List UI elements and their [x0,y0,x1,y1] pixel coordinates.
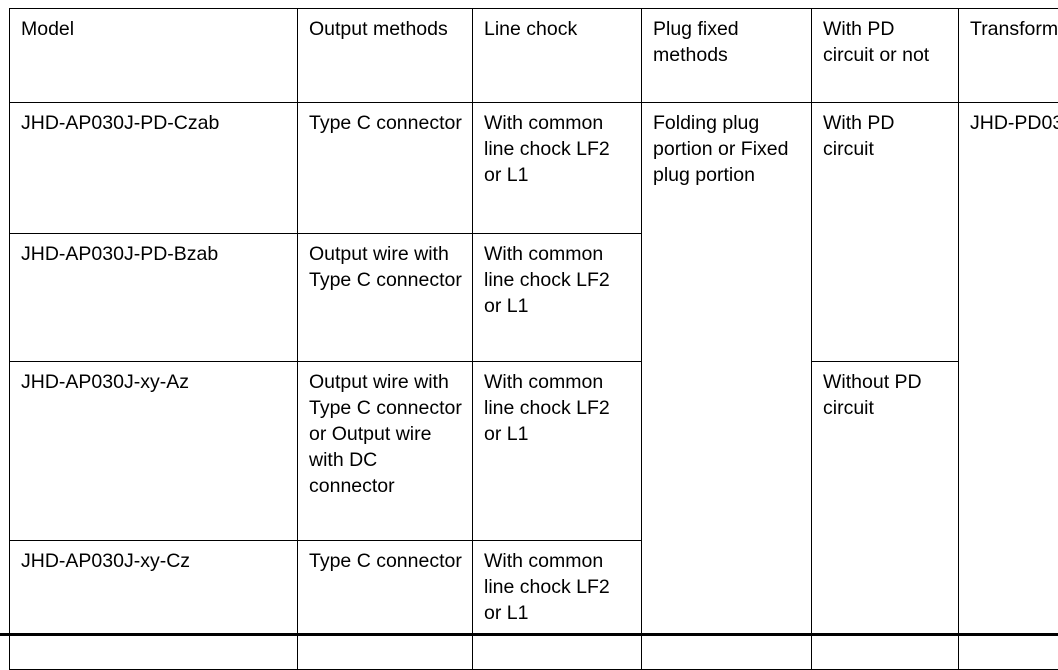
page-root: Model Output methods Line chock Plug fix… [0,0,1058,646]
column-header-transformer: Transformer [959,9,1058,103]
cell-model: JHD-AP030J-xy-Az [10,362,298,541]
cell-transformer: JHD-PD030T-A [959,103,1058,670]
cell-pd-circuit-without: Without PD circuit [812,362,959,670]
cell-model: JHD-AP030J-PD-Czab [10,103,298,234]
cell-output-methods: Type C connector [298,541,473,670]
cell-line-chock: With common line chock LF2 or L1 [473,234,642,362]
table-row: JHD-AP030J-xy-Az Output wire with Type C… [10,362,1058,541]
table-row: JHD-AP030J-PD-Czab Type C connector With… [10,103,1058,234]
cell-line-chock: With common line chock LF2 or L1 [473,103,642,234]
cell-line-chock: With common line chock LF2 or L1 [473,541,642,670]
cell-plug-fixed-methods: Folding plug portion or Fixed plug porti… [642,103,812,670]
column-header-with-pd-circuit-or-not: With PD circuit or not [812,9,959,103]
cell-line-chock: With common line chock LF2 or L1 [473,362,642,541]
column-header-plug-fixed-methods: Plug fixed methods [642,9,812,103]
cell-model: JHD-AP030J-xy-Cz [10,541,298,670]
cell-output-methods: Output wire with Type C connector or Out… [298,362,473,541]
cell-pd-circuit-with: With PD circuit [812,103,959,362]
table-header-row: Model Output methods Line chock Plug fix… [10,9,1058,103]
cell-output-methods: Output wire with Type C connector [298,234,473,362]
model-specification-table: Model Output methods Line chock Plug fix… [9,8,1058,670]
column-header-line-chock: Line chock [473,9,642,103]
column-header-model: Model [10,9,298,103]
column-header-output-methods: Output methods [298,9,473,103]
page-bottom-rule [0,633,1058,636]
table-body: Model Output methods Line chock Plug fix… [10,9,1058,670]
cell-model: JHD-AP030J-PD-Bzab [10,234,298,362]
cell-output-methods: Type C connector [298,103,473,234]
